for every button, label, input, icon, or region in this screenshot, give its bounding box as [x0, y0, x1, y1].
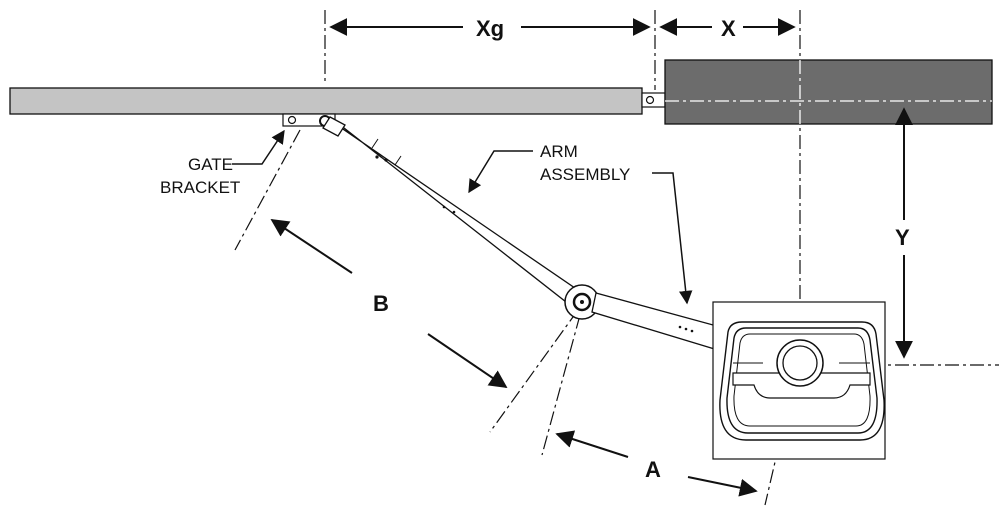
b-extension-line-2 [489, 309, 579, 433]
gate-panel [9, 87, 643, 115]
gate-bracket-leader [232, 129, 285, 165]
hinge-pin [645, 95, 655, 105]
pillar [664, 59, 993, 125]
b-extension-line-1 [234, 129, 301, 251]
a-dimension-arrow-right [687, 476, 758, 497]
gate-bracket-label-line2: BRACKET [160, 178, 240, 197]
a-dimension-arrow-left [555, 430, 629, 458]
a-extension-line-1 [541, 314, 581, 456]
gate-bracket-label-line1: GATE [188, 155, 233, 174]
arm-assembly-label-line1: ARM [540, 142, 578, 161]
y-dimension-label: Y [895, 225, 910, 250]
gate-operator-unit [712, 301, 886, 460]
xg-dimension-label: Xg [476, 16, 504, 41]
x-dimension-label: X [721, 16, 736, 41]
arm-leader-lower [652, 172, 693, 305]
arm-assembly-label-line2: ASSEMBLY [540, 165, 630, 184]
a-dimension-label: A [645, 457, 661, 482]
arm-leader-upper [468, 150, 533, 194]
b-dimension-arrow-up [270, 219, 353, 274]
b-dimension-label: B [373, 291, 389, 316]
b-dimension-arrow-down [427, 333, 508, 389]
